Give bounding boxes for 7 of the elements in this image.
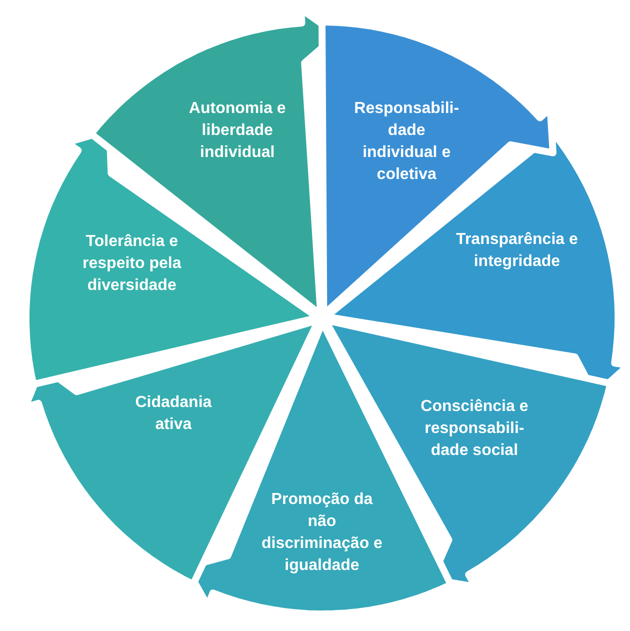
- segment-label: Tolerância e respeito pela diversidade: [82, 232, 182, 296]
- segment-label: Transparência e integridade: [455, 230, 579, 272]
- segment-label: Consciência e responsabili- dade social: [420, 396, 530, 461]
- segment-label: Cidadania ativa: [134, 393, 213, 436]
- segment-label: Responsabili- dade individual e coletiva: [353, 99, 460, 186]
- segment-label: Promoção da não discriminação e igualdade: [260, 490, 384, 576]
- segment-label: Autonomia e liberdade individual: [188, 99, 287, 164]
